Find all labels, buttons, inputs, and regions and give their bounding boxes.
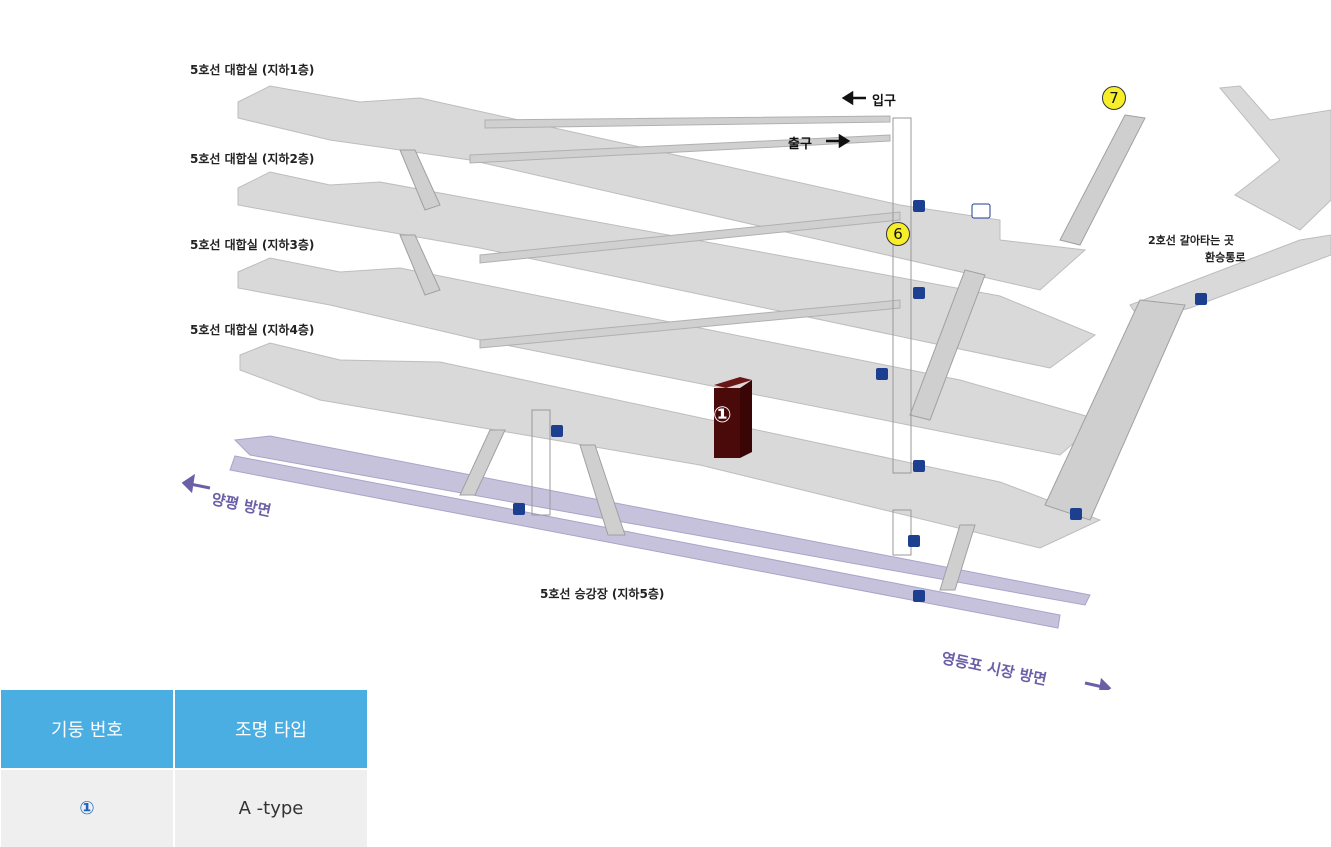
- pillar-marker-1: ①: [713, 403, 732, 428]
- legend-header-light-type: 조명 타입: [174, 690, 369, 769]
- exit-7-badge: 7: [1102, 86, 1126, 110]
- elevator-icon: [908, 535, 920, 547]
- floor-slab-b4: [239, 342, 1102, 549]
- escalator-icon: [1195, 293, 1207, 305]
- escalator-transfer: [1044, 299, 1186, 521]
- exit-label: 출구: [788, 137, 812, 152]
- exit-6-badge: 6: [886, 222, 910, 246]
- elevator-shaft-left: [531, 409, 551, 516]
- escalator-icon: [913, 590, 925, 602]
- escalator-icon: [1070, 508, 1082, 520]
- floor-slab-b1: [237, 85, 1087, 291]
- legend-pillar-cell: ①: [1, 768, 175, 847]
- floor-slab-upper-right: [1219, 85, 1331, 231]
- stair-b4-platform-1: [459, 429, 506, 496]
- entrance-label: 입구: [872, 94, 896, 109]
- stair-b4-platform-3: [939, 524, 976, 591]
- floor-label-b1: 5호선 대합실 (지하1층): [190, 63, 315, 77]
- station-diagram: [181, 85, 1331, 690]
- elevator-icon: [513, 503, 525, 515]
- stair-b2-b3: [399, 234, 441, 296]
- legend-type-cell: A -type: [174, 768, 369, 847]
- escalator-center: [909, 269, 986, 421]
- escalator-exit-7: [1059, 114, 1146, 246]
- floor-label-b4: 5호선 대합실 (지하4층): [190, 323, 315, 337]
- transfer-passage-label: 환승통로: [1205, 251, 1246, 264]
- pillar-1-box: [714, 377, 752, 458]
- elevator-icon: [551, 425, 563, 437]
- legend-header-pillar: 기둥 번호: [1, 690, 175, 769]
- elevator-icon: [913, 200, 925, 212]
- elevator-shaft-lower: [892, 509, 912, 556]
- stair-b1-b2: [399, 149, 441, 211]
- elevator-icon: [913, 287, 925, 299]
- pillar-legend-table: 기둥 번호 조명 타입 ① A -type: [1, 690, 369, 847]
- ramp-1: [484, 115, 891, 129]
- ramp-4: [479, 299, 901, 349]
- ramp-3: [479, 211, 901, 264]
- floor-label-b3: 5호선 대합실 (지하3층): [190, 238, 315, 252]
- stair-b4-platform-2: [579, 444, 626, 536]
- elevator-icon: [876, 368, 888, 380]
- floor-label-b2: 5호선 대합실 (지하2층): [190, 152, 315, 166]
- table-row: ① A -type: [1, 768, 369, 847]
- elevator-shaft-main: [892, 117, 912, 474]
- restroom-icon: [971, 203, 991, 219]
- platform-label: 5호선 승강장 (지하5층): [540, 587, 665, 601]
- transfer-label: 2호선 갈아타는 곳: [1148, 234, 1235, 247]
- floor-slab-b2: [237, 171, 1097, 369]
- platform-track-2: [229, 455, 1061, 629]
- platform-track-1: [233, 435, 1091, 606]
- elevator-icon: [913, 460, 925, 472]
- ramp-2: [469, 134, 891, 164]
